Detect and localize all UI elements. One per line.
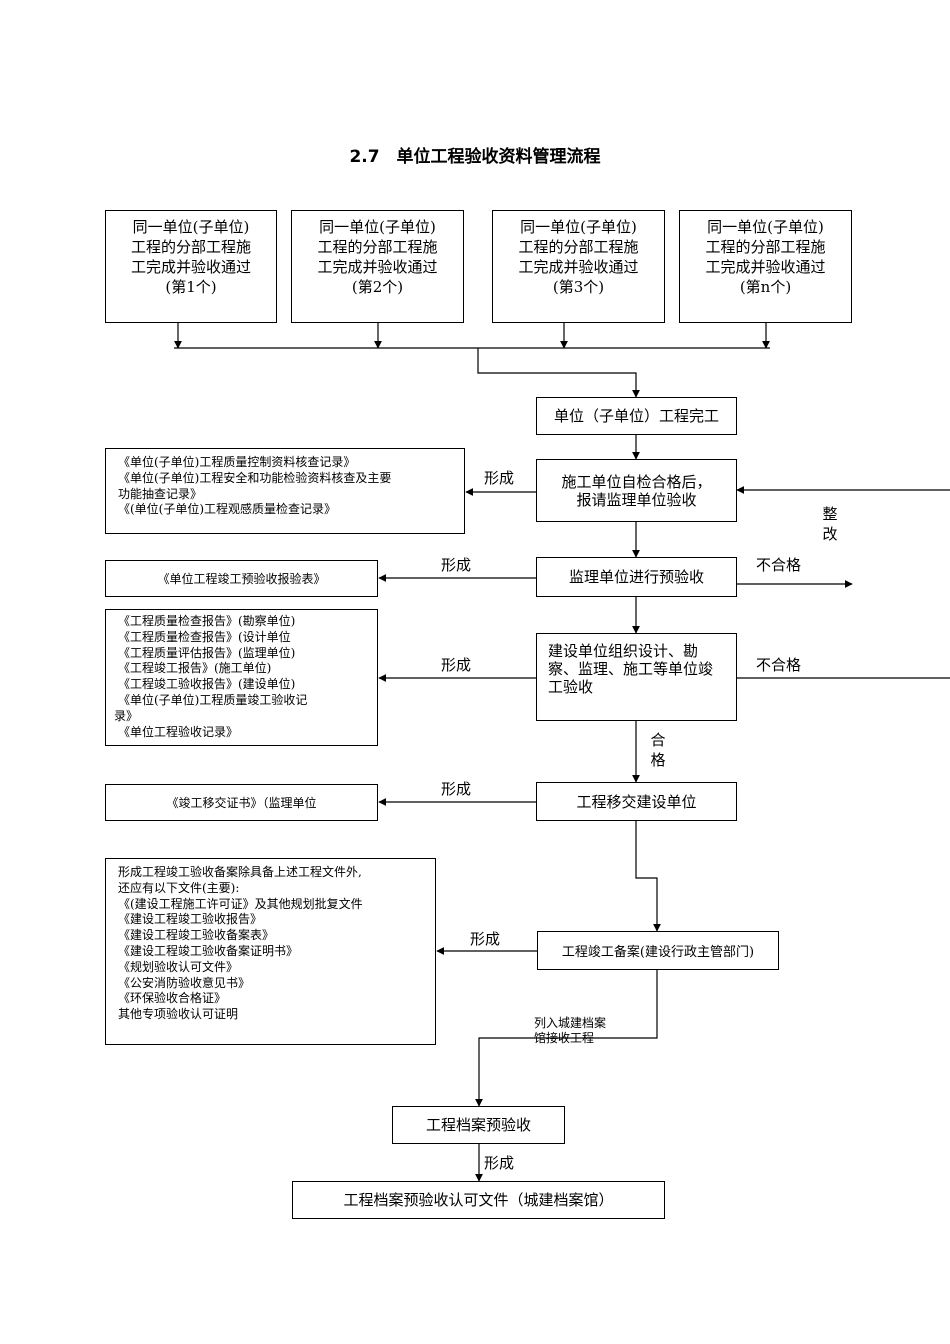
archive-pre-acceptance-label: 工程档案预验收 bbox=[425, 1116, 531, 1134]
filing-doc-2: 还应有以下文件(主要): bbox=[118, 880, 240, 895]
self-check-doc-4: 《(单位(子单位)工程观感质量检查记录》 bbox=[118, 502, 337, 517]
rectify-char-1: 整 bbox=[822, 505, 838, 523]
sub-unit-1-line-4: (第1个) bbox=[165, 278, 217, 296]
filing-doc-3: 《(建设工程施工许可证》及其他规划批复文件 bbox=[118, 896, 363, 911]
self-check-line-2: 报请监理单位验收 bbox=[576, 490, 697, 509]
filing-doc-8: 《公安消防验收意见书》 bbox=[118, 975, 251, 990]
sub-unit-1-line-3: 工完成并验收通过 bbox=[130, 258, 251, 276]
completion-label: 单位（子单位）工程完工 bbox=[553, 407, 719, 425]
self-check-docs-box: 《单位(子单位)工程质量控制资料核查记录》 《单位(子单位)工程安全和功能检验资… bbox=[105, 448, 465, 534]
page-title: 2.7 单位工程验收资料管理流程 bbox=[349, 147, 601, 167]
organized-acceptance-box: 建设单位组织设计、勘 察、监理、施工等单位竣 工验收 bbox=[536, 633, 737, 721]
archive-note-line-1: 列入城建档案 bbox=[534, 1016, 607, 1030]
form-label-handover: 形成 bbox=[441, 780, 472, 798]
sub-unit-n-line-2: 工程的分部工程施 bbox=[705, 238, 826, 256]
sub-unit-3-line-1: 同一单位(子单位) bbox=[520, 218, 637, 236]
pre-acceptance-label: 监理单位进行预验收 bbox=[568, 568, 704, 586]
rectify-label: 整 改 bbox=[822, 504, 838, 544]
sub-unit-1-line-1: 同一单位(子单位) bbox=[132, 218, 250, 236]
self-check-doc-1: 《单位(子单位)工程质量控制资料核查记录》 bbox=[118, 455, 356, 469]
sub-unit-box-3: 同一单位(子单位) 工程的分部工程施 工完成并验收通过 (第3个) bbox=[492, 210, 665, 323]
self-check-doc-3: 功能抽查记录》 bbox=[118, 486, 203, 501]
org-accept-line-2: 察、监理、施工等单位竣 bbox=[548, 660, 714, 678]
fail-label-pre-acceptance: 不合格 bbox=[756, 556, 802, 574]
org-accept-doc-2: 《工程质量检查报告》(设计单位 bbox=[118, 629, 291, 644]
org-accept-doc-3: 《工程质量评估报告》(监理单位) bbox=[118, 645, 296, 660]
form-label-org-acceptance: 形成 bbox=[441, 656, 472, 674]
sub-unit-2-line-3: 工完成并验收通过 bbox=[317, 258, 438, 276]
filing-doc-9: 《环保验收合格证》 bbox=[118, 991, 227, 1006]
self-check-box: 施工单位自检合格后， 报请监理单位验收 bbox=[536, 459, 737, 522]
org-accept-line-3: 工验收 bbox=[548, 678, 594, 696]
archive-approval-doc-label: 工程档案预验收认可文件（城建档案馆） bbox=[343, 1191, 614, 1209]
archive-note-label: 列入城建档案 馆接收工程 bbox=[534, 1016, 606, 1046]
sub-unit-n-line-1: 同一单位(子单位) bbox=[707, 218, 824, 236]
org-accept-doc-5: 《工程竣工验收报告》(建设单位) bbox=[118, 677, 296, 692]
pass-char-2: 格 bbox=[650, 751, 666, 769]
pre-acceptance-docs-box: 《单位工程竣工预验收报验表》 bbox=[105, 560, 378, 597]
filing-box: 工程竣工备案(建设行政主管部门) bbox=[537, 931, 779, 970]
filing-doc-5: 《建设工程竣工验收备案表》 bbox=[118, 928, 275, 943]
org-accept-doc-7: 录》 bbox=[114, 708, 139, 723]
handover-label: 工程移交建设单位 bbox=[576, 792, 697, 811]
filing-label: 工程竣工备案(建设行政主管部门) bbox=[561, 945, 755, 960]
pass-label: 合 格 bbox=[650, 730, 666, 770]
filing-docs-box: 形成工程竣工验收备案除具备上述工程文件外, 还应有以下文件(主要): 《(建设工… bbox=[105, 858, 436, 1045]
org-accept-doc-8: 《单位工程验收记录》 bbox=[118, 724, 239, 739]
sub-unit-3-line-2: 工程的分部工程施 bbox=[518, 238, 639, 256]
archive-pre-acceptance-box: 工程档案预验收 bbox=[392, 1106, 565, 1144]
sub-unit-2-line-1: 同一单位(子单位) bbox=[319, 218, 436, 236]
archive-approval-doc-box: 工程档案预验收认可文件（城建档案馆） bbox=[292, 1181, 665, 1219]
filing-doc-4: 《建设工程竣工验收报告》 bbox=[118, 912, 263, 927]
handover-doc-1: 《竣工移交证书》（监理单位 bbox=[166, 796, 317, 810]
handover-box: 工程移交建设单位 bbox=[536, 782, 737, 821]
org-accept-doc-6: 《单位(子单位)工程质量竣工验收记 bbox=[118, 692, 308, 707]
fail-label-org-acceptance: 不合格 bbox=[756, 656, 802, 674]
rectify-char-2: 改 bbox=[822, 525, 838, 543]
sub-unit-n-line-3: 工完成并验收通过 bbox=[705, 258, 826, 276]
archive-note-line-2: 馆接收工程 bbox=[534, 1031, 595, 1045]
form-label-filing: 形成 bbox=[470, 930, 501, 948]
sub-unit-box-n: 同一单位(子单位) 工程的分部工程施 工完成并验收通过 (第n个) bbox=[679, 210, 852, 323]
handover-docs-box: 《竣工移交证书》（监理单位 bbox=[105, 784, 378, 821]
sub-unit-2-line-4: (第2个) bbox=[351, 278, 404, 296]
completion-box: 单位（子单位）工程完工 bbox=[536, 397, 737, 435]
form-label-pre-acceptance: 形成 bbox=[441, 556, 472, 574]
self-check-doc-2: 《单位(子单位)工程安全和功能检验资料核查及主要 bbox=[118, 470, 392, 485]
sub-unit-2-line-2: 工程的分部工程施 bbox=[317, 238, 438, 256]
filing-doc-6: 《建设工程竣工验收备案证明书》 bbox=[118, 943, 299, 958]
sub-unit-box-2: 同一单位(子单位) 工程的分部工程施 工完成并验收通过 (第2个) bbox=[291, 210, 464, 323]
sub-unit-3-line-3: 工完成并验收通过 bbox=[518, 258, 639, 276]
filing-doc-10: 其他专项验收认可证明 bbox=[118, 1007, 239, 1022]
pre-acceptance-box: 监理单位进行预验收 bbox=[536, 557, 737, 597]
org-accept-line-1: 建设单位组织设计、勘 bbox=[548, 642, 699, 660]
org-accept-doc-1: 《工程质量检查报告》(勘察单位) bbox=[118, 614, 296, 628]
form-label-archive: 形成 bbox=[484, 1154, 515, 1172]
pass-char-1: 合 bbox=[650, 731, 666, 749]
sub-unit-n-line-4: (第n个) bbox=[739, 278, 792, 296]
self-check-line-1: 施工单位自检合格后， bbox=[561, 472, 712, 491]
filing-doc-1: 形成工程竣工验收备案除具备上述工程文件外, bbox=[118, 865, 362, 879]
sub-unit-box-1: 同一单位(子单位) 工程的分部工程施 工完成并验收通过 (第1个) bbox=[105, 210, 277, 323]
filing-doc-7: 《规划验收认可文件》 bbox=[118, 959, 239, 974]
form-label-self-check: 形成 bbox=[484, 469, 515, 487]
organized-acceptance-docs-box: 《工程质量检查报告》(勘察单位) 《工程质量检查报告》(设计单位 《工程质量评估… bbox=[105, 609, 378, 746]
sub-unit-3-line-4: (第3个) bbox=[552, 278, 605, 296]
sub-unit-1-line-2: 工程的分部工程施 bbox=[130, 238, 251, 256]
org-accept-doc-4: 《工程竣工报告》(施工单位) bbox=[118, 661, 272, 676]
pre-acceptance-doc-1: 《单位工程竣工预验收报验表》 bbox=[157, 572, 326, 586]
